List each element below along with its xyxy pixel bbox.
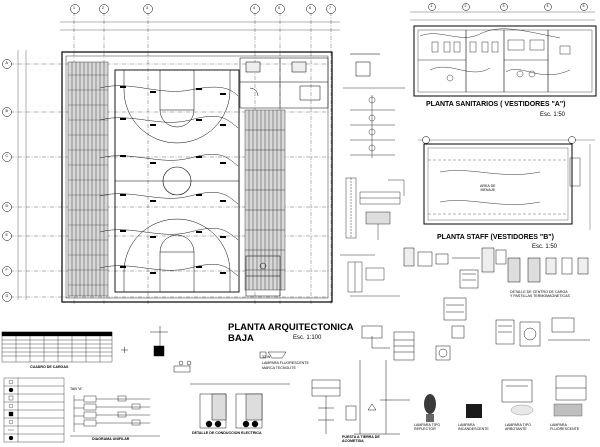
sanitarios-plan: [410, 11, 597, 97]
lamp-legend-text-1: LAMPARA FLUORESCENTE: [262, 361, 309, 365]
grid-col-label: 1: [73, 6, 75, 10]
plan-title-line2: BAJA: [228, 333, 254, 344]
staff-bubbles: [422, 136, 576, 144]
bleacher-ticks: [68, 74, 108, 286]
building-outline: [61, 51, 333, 303]
sanitarios-scale: Esc. 1:50: [540, 112, 566, 118]
center-details: [340, 87, 405, 297]
staff-wiring: [439, 170, 541, 205]
diagrama-unifilar-label: DIAGRAMA UNIFILAR: [92, 437, 130, 441]
grid-row-label: C: [5, 154, 9, 158]
grid-col-label: 3: [146, 6, 148, 10]
sanitarios-col-label: 5: [582, 4, 585, 8]
load-table: [1, 331, 113, 363]
plan-title-line1: PLANTA ARQUITECTONICA: [228, 322, 354, 333]
tierra-label: PUESTA A TIERRA DE ACOMETIDA: [342, 435, 380, 443]
staff-title: PLANTA STAFF (VESTIDORES "B"): [437, 234, 554, 241]
grid-row-label: E: [5, 233, 8, 237]
bleachers-right: [244, 109, 286, 291]
conduit-details: [190, 325, 415, 435]
grid-col-label: 6: [309, 6, 311, 10]
symbol-legend: [3, 377, 65, 443]
grid-row-label: B: [5, 109, 8, 113]
lower-right-room: [245, 255, 281, 297]
staff-room-label: AREA DE MENAJE: [480, 184, 496, 192]
sanitarios-col-label: 3: [502, 4, 505, 8]
grid-bubbles-left: [2, 59, 12, 302]
centro-carga-detail: [403, 247, 589, 361]
lamp-icons: [424, 394, 583, 422]
luminaria-caption-3: LAMPARA TIPO ARBOTANTE: [505, 423, 532, 431]
grid-col-label: 5: [278, 6, 280, 10]
luminaria-caption-1: LAMPARA TIPO REFLECTOR: [414, 423, 441, 431]
staff-scale: Esc. 1:50: [532, 244, 558, 250]
plan-scale: Esc. 1:100: [293, 335, 322, 341]
sanitarios-title: PLANTA SANITARIOS ( VESTIDORES "A"): [426, 101, 566, 108]
grid-col-label: 2: [102, 6, 104, 10]
sanitarios-col-label: 4: [546, 4, 549, 8]
sanitarios-col-label: 2: [464, 4, 467, 8]
lamp-legend-text-2: MARCA TECNOLITE: [262, 366, 296, 370]
bleachers-left: [67, 61, 109, 297]
tab-a-label: TAB "A": [70, 387, 83, 391]
basketball-court: [114, 69, 240, 293]
sanitarios-wiring: [419, 28, 571, 75]
conduccion-label: DETALLE DE CONDUCCION ELECTRICA: [192, 431, 262, 435]
service-rooms: [239, 53, 380, 109]
sanitarios-fixtures: [431, 39, 571, 82]
bottom-center-marks: [121, 326, 287, 373]
staff-plan: [418, 139, 595, 230]
luminaria-caption-2: LAMPARA INCANDESCENTE: [458, 423, 489, 431]
grid-col-label: 7: [329, 6, 331, 10]
load-table-title: CUADRO DE CARGAS: [30, 365, 69, 369]
grid-row-label: A: [5, 61, 8, 65]
grid-row-label: F: [5, 268, 8, 272]
centro-carga-label: DETALLE DE CENTRO DE CARGA Y PASTILLAS T…: [510, 290, 570, 298]
grid-col-label: 4: [253, 6, 255, 10]
luminaires: [120, 86, 226, 274]
grid-row-label: G: [5, 294, 9, 298]
dimension-lines: [17, 21, 340, 300]
unifilar-diagram: [70, 395, 160, 437]
grid-bubbles-top: [70, 4, 336, 14]
grid-row-label: D: [5, 204, 9, 208]
sanitarios-bubbles: [428, 3, 588, 11]
luminaria-caption-4: LAMPARA FLUORESCENTE: [550, 423, 580, 431]
sanitarios-col-label: 1: [430, 4, 433, 8]
luminaire-details: [495, 317, 590, 403]
lamp-wattage: 32 W: [262, 355, 271, 359]
